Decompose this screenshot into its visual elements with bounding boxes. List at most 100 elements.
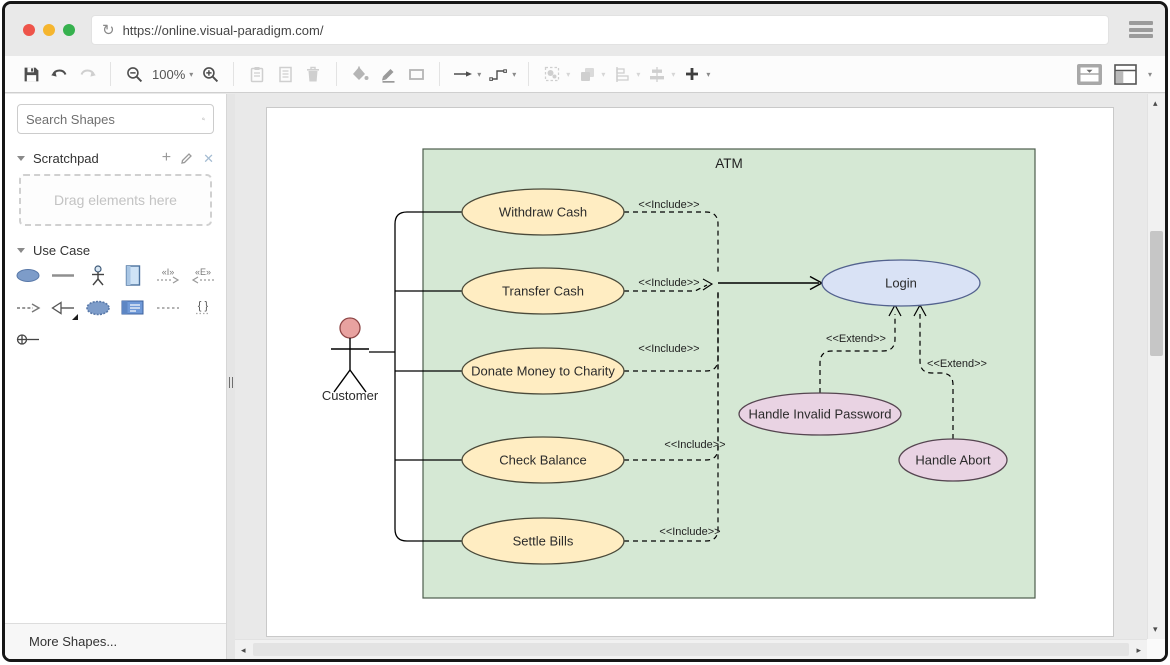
line-color-button[interactable] — [374, 60, 402, 88]
zoom-dropdown-caret[interactable]: ▾ — [189, 69, 194, 79]
more-shapes-label: More Shapes... — [29, 634, 118, 649]
vertical-scroll-thumb[interactable] — [1150, 231, 1163, 356]
insert-caret[interactable]: ▾ — [706, 69, 711, 79]
scratchpad-edit-icon[interactable] — [180, 151, 194, 165]
use-case-donate-money[interactable]: Donate Money to Charity — [461, 347, 625, 395]
more-shapes-button[interactable]: More Shapes... — [5, 623, 226, 659]
horizontal-scrollbar[interactable]: ◂ ▸ — [235, 639, 1147, 659]
zoom-out-icon — [126, 66, 142, 82]
shape-style-button[interactable] — [402, 60, 430, 88]
palette-constraint-icon[interactable]: { } — [185, 292, 220, 323]
layout-toggle-caret[interactable]: ▾ — [1147, 70, 1152, 79]
palette-generalization-icon[interactable] — [46, 292, 81, 323]
save-button[interactable] — [17, 60, 45, 88]
use-case-transfer-cash[interactable]: Transfer Cash — [461, 267, 625, 315]
sidebar-resize-handle[interactable] — [227, 94, 235, 659]
collapse-triangle-icon[interactable] — [17, 247, 25, 253]
include-connectors[interactable] — [624, 211, 719, 542]
connector-style-caret[interactable]: ▾ — [512, 69, 517, 79]
palette-dashed-line-icon[interactable] — [150, 292, 185, 323]
scroll-left-icon[interactable]: ◂ — [241, 644, 246, 655]
layout-toggle-button[interactable] — [1112, 61, 1140, 89]
svg-text:<<Extend>>: <<Extend>> — [826, 333, 886, 345]
use-case-withdraw-cash[interactable]: Withdraw Cash — [461, 188, 625, 236]
scratchpad-close-icon[interactable]: ✕ — [203, 150, 214, 166]
diagram-page[interactable]: ATM — [266, 107, 1114, 637]
connector-style-icon — [489, 68, 507, 81]
use-case-diagram: ATM — [322, 148, 1036, 599]
arrow-style-button[interactable] — [449, 60, 477, 88]
zoom-in-button[interactable] — [196, 60, 224, 88]
panel-toggle-button[interactable] — [1076, 61, 1104, 89]
insert-button[interactable] — [678, 60, 706, 88]
shape-search[interactable] — [17, 104, 214, 134]
address-bar[interactable]: ↻ https://online.visual-paradigm.com/ — [91, 15, 1109, 45]
zoom-out-button[interactable] — [120, 60, 148, 88]
distribute-caret[interactable]: ▾ — [671, 69, 676, 79]
scroll-up-icon[interactable]: ▴ — [1153, 98, 1158, 108]
arrow-style-icon — [454, 71, 473, 77]
horizontal-scroll-thumb[interactable] — [253, 643, 1129, 656]
palette-system-boundary-icon[interactable] — [115, 260, 150, 291]
undo-button[interactable] — [45, 60, 73, 88]
palette-include-icon[interactable]: «I» — [150, 260, 185, 291]
fill-color-icon — [353, 66, 369, 80]
arrow-style-caret[interactable]: ▾ — [477, 69, 482, 79]
minimize-window-button[interactable] — [43, 24, 55, 36]
search-icon — [202, 117, 205, 121]
scratchpad-drop-area[interactable]: Drag elements here — [19, 174, 212, 226]
palette-use-case-oval-icon[interactable] — [11, 260, 46, 291]
clipboard-button[interactable] — [243, 60, 271, 88]
distribute-button[interactable] — [643, 60, 671, 88]
association-lines[interactable] — [369, 211, 463, 542]
svg-text:{ }: { } — [197, 300, 208, 312]
search-input[interactable] — [26, 111, 202, 127]
selection-button[interactable] — [538, 60, 566, 88]
diagram-canvas[interactable]: ATM — [235, 94, 1165, 659]
order-caret[interactable]: ▾ — [601, 69, 606, 79]
use-case-login[interactable]: Login — [821, 259, 981, 307]
selection-caret[interactable]: ▾ — [566, 69, 571, 79]
zoom-window-button[interactable] — [63, 24, 75, 36]
use-case-handle-invalid-password[interactable]: Handle Invalid Password — [738, 392, 902, 436]
fill-color-button[interactable] — [346, 60, 374, 88]
collapse-triangle-icon[interactable] — [17, 155, 25, 161]
svg-text:Donate Money to Charity: Donate Money to Charity — [471, 364, 615, 379]
use-case-settle-bills[interactable]: Settle Bills — [461, 517, 625, 565]
scratchpad-add-icon[interactable]: + — [161, 149, 172, 166]
actor-customer[interactable]: Customer — [322, 317, 379, 403]
distribute-icon — [650, 66, 665, 82]
close-window-button[interactable] — [23, 24, 35, 36]
palette-business-use-case-icon[interactable] — [81, 292, 116, 323]
use-case-check-balance[interactable]: Check Balance — [461, 436, 625, 484]
svg-text:<<Include>>: <<Include>> — [638, 343, 699, 355]
palette-extend-icon[interactable]: «E» — [185, 260, 220, 291]
url-text[interactable]: https://online.visual-paradigm.com/ — [122, 22, 324, 38]
layout-toggle-icon — [1114, 64, 1138, 85]
document-button[interactable] — [271, 60, 299, 88]
palette-dependency-icon[interactable] — [11, 292, 46, 323]
palette-association-icon[interactable] — [46, 260, 81, 291]
scratchpad-header[interactable]: Scratchpad + ✕ — [5, 148, 226, 168]
delete-button[interactable] — [299, 60, 327, 88]
order-button[interactable] — [573, 60, 601, 88]
palette-anchor-icon[interactable] — [11, 324, 46, 355]
redo-button[interactable] — [73, 60, 101, 88]
svg-text:«E»: «E» — [195, 267, 211, 277]
align-button[interactable] — [608, 60, 636, 88]
scroll-down-icon[interactable]: ▾ — [1153, 624, 1158, 634]
connector-style-button[interactable] — [484, 60, 512, 88]
scroll-right-icon[interactable]: ▸ — [1136, 644, 1141, 655]
relationship-labels: <<Include>> <<Include>> <<Include>> <<In… — [638, 199, 987, 538]
palette-note-icon[interactable] — [115, 292, 150, 323]
align-caret[interactable]: ▾ — [636, 69, 641, 79]
browser-menu-button[interactable] — [1129, 21, 1153, 38]
extend-connectors[interactable] — [819, 314, 954, 439]
palette-actor-icon[interactable] — [81, 260, 116, 291]
vertical-scrollbar[interactable]: ▴ ▾ — [1147, 94, 1165, 639]
selection-icon — [544, 66, 559, 81]
use-case-section-header[interactable]: Use Case — [5, 240, 226, 260]
save-icon — [24, 67, 38, 81]
use-case-handle-abort[interactable]: Handle Abort — [898, 438, 1008, 482]
reload-icon[interactable]: ↻ — [102, 21, 115, 39]
